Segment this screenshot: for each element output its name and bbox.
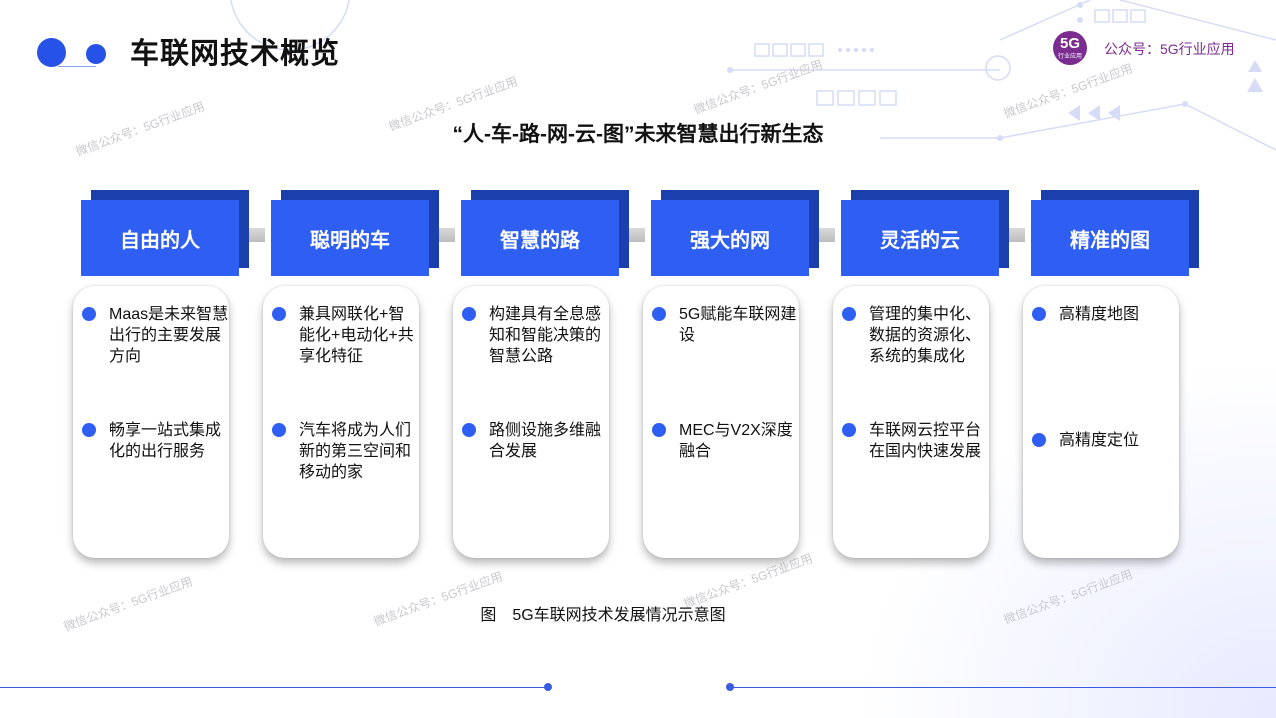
brand-badge-big-text: 5G [1059,35,1080,52]
diagram-subtitle: “人-车-路-网-云-图”未来智慧出行新生态 [452,123,824,146]
column-card: 高精度地图 高精度定位 [1023,286,1179,558]
column-person: 自由的人 Maas是未来智慧出行的主要发展方向 畅享一站式集成化的出行服务 [73,190,249,562]
card-item-text: Maas是未来智慧出行的主要发展方向 [109,306,229,365]
logo-underline [58,66,96,67]
card-item: 畅享一站式集成化的出行服务 [82,420,229,462]
card-item: Maas是未来智慧出行的主要发展方向 [82,304,229,367]
column-header: 灵活的云 [841,200,999,276]
bullet-icon [462,307,476,321]
footer-dot-left [544,683,552,691]
card-item: 管理的集中化、数据的资源化、系统的集成化 [842,304,989,367]
card-item-text: 路侧设施多维融合发展 [489,422,602,460]
column-card: 管理的集中化、数据的资源化、系统的集成化 车联网云控平台在国内快速发展 [833,286,989,558]
bullet-icon [82,307,96,321]
page-title: 车联网技术概览 [130,38,341,70]
card-item: 构建具有全息感知和智能决策的智慧公路 [462,304,609,367]
card-item-text: 管理的集中化、数据的资源化、系统的集成化 [869,306,982,365]
column-header: 自由的人 [81,200,239,276]
bullet-icon [272,423,286,437]
card-item-text: 高精度定位 [1059,432,1140,449]
card-item-text: 兼具网联化+智能化+电动化+共享化特征 [299,306,414,365]
card-item-text: 高精度地图 [1059,306,1140,323]
card-item: 5G赋能车联网建设 [652,304,799,346]
card-item: 车联网云控平台在国内快速发展 [842,420,989,462]
bullet-icon [842,307,856,321]
bullet-icon [652,307,666,321]
card-item-text: 车联网云控平台在国内快速发展 [869,422,982,460]
footer-divider-right [730,687,1276,688]
bullet-icon [82,423,96,437]
column-header: 精准的图 [1031,200,1189,276]
bullet-icon [1032,433,1046,447]
card-item: 高精度定位 [1032,430,1179,451]
card-item: 路侧设施多维融合发展 [462,420,609,462]
column-network: 强大的网 5G赋能车联网建设 MEC与V2X深度融合 [643,190,819,562]
card-item-text: 5G赋能车联网建设 [679,306,797,344]
column-card: 5G赋能车联网建设 MEC与V2X深度融合 [643,286,799,558]
figure-caption: 图 5G车联网技术发展情况示意图 [480,607,726,624]
column-card: 构建具有全息感知和智能决策的智慧公路 路侧设施多维融合发展 [453,286,609,558]
column-card: Maas是未来智慧出行的主要发展方向 畅享一站式集成化的出行服务 [73,286,229,558]
card-item-text: 构建具有全息感知和智能决策的智慧公路 [489,306,602,365]
card-item: MEC与V2X深度融合 [652,420,799,462]
bullet-icon [462,423,476,437]
column-header: 聪明的车 [271,200,429,276]
column-card: 兼具网联化+智能化+电动化+共享化特征 汽车将成为人们新的第三空间和移动的家 [263,286,419,558]
card-item-text: MEC与V2X深度融合 [679,422,793,460]
card-item-text: 汽车将成为人们新的第三空间和移动的家 [299,422,412,481]
card-item: 高精度地图 [1032,304,1179,325]
bullet-icon [1032,307,1046,321]
logo-dot-small [86,44,106,64]
column-header: 强大的网 [651,200,809,276]
brand-badge-small-text: 行业应用 [1057,54,1082,60]
card-item: 汽车将成为人们新的第三空间和移动的家 [272,420,419,483]
column-header: 智慧的路 [461,200,619,276]
column-map: 精准的图 高精度地图 高精度定位 [1023,190,1199,562]
column-cloud: 灵活的云 管理的集中化、数据的资源化、系统的集成化 车联网云控平台在国内快速发展 [833,190,1009,562]
card-item: 兼具网联化+智能化+电动化+共享化特征 [272,304,419,367]
bullet-icon [842,423,856,437]
footer-dot-right [726,683,734,691]
footer-divider-left [0,687,548,688]
bullet-icon [272,307,286,321]
logo-dot-large [37,38,66,67]
brand-text: 公众号：5G行业应用 [1104,41,1235,57]
card-item-text: 畅享一站式集成化的出行服务 [109,422,222,460]
column-car: 聪明的车 兼具网联化+智能化+电动化+共享化特征 汽车将成为人们新的第三空间和移… [263,190,439,562]
column-road: 智慧的路 构建具有全息感知和智能决策的智慧公路 路侧设施多维融合发展 [453,190,629,562]
brand-badge-icon: 5G 行业应用 [1053,31,1087,65]
bullet-icon [652,423,666,437]
